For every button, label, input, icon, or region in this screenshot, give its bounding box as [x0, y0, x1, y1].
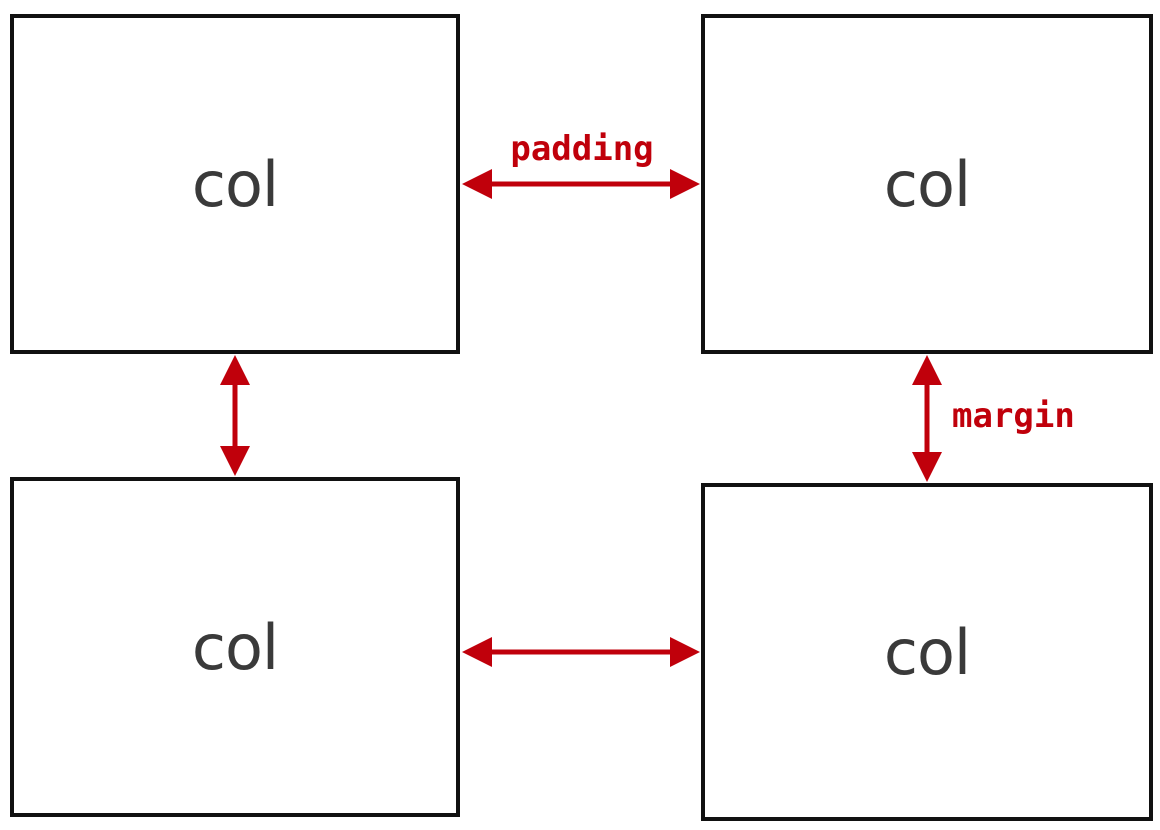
- col-label: col: [191, 610, 279, 684]
- col-label: col: [191, 147, 279, 221]
- col-label: col: [883, 615, 971, 689]
- col-box-top-left: col: [10, 14, 460, 354]
- margin-label: margin: [952, 396, 1075, 436]
- col-box-bottom-right: col: [701, 483, 1153, 821]
- col-label: col: [883, 147, 971, 221]
- padding-label: padding: [510, 129, 653, 169]
- col-box-top-right: col: [701, 14, 1153, 354]
- col-box-bottom-left: col: [10, 477, 460, 817]
